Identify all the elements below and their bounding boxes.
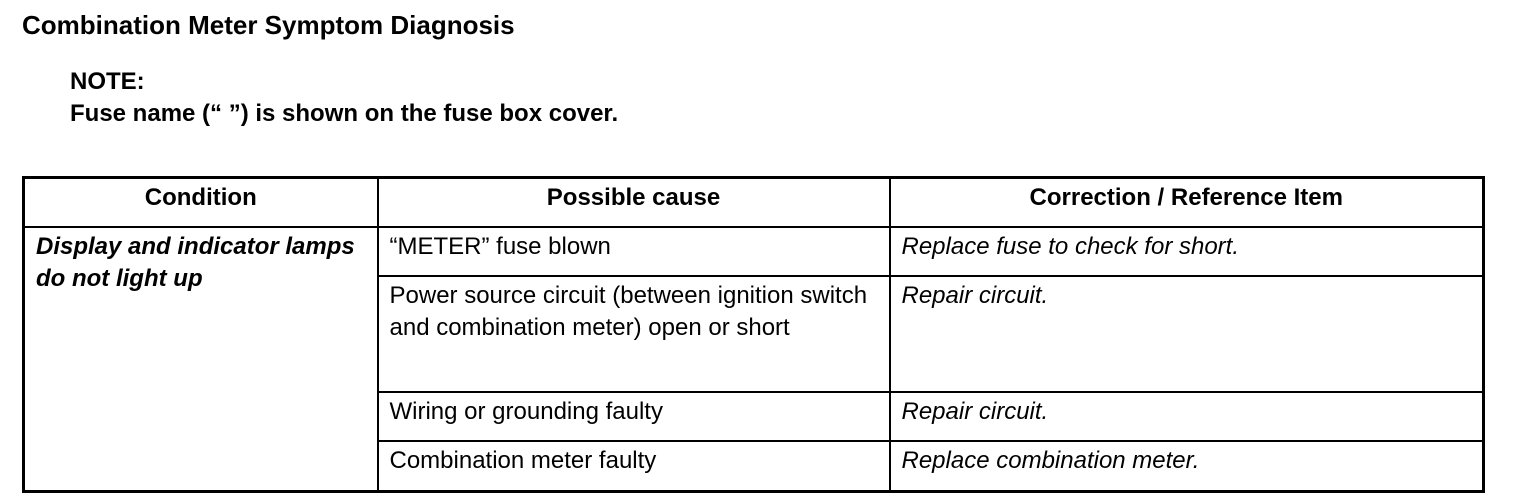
note-text: Fuse name (“ ”) is shown on the fuse box… [70, 100, 619, 127]
condition-cell: Display and indicator lamps do not light… [22, 225, 379, 493]
table-header-row: Condition Possible cause Correction / Re… [22, 176, 1485, 228]
note-block: NOTE: Fuse name (“ ”) is shown on the fu… [70, 66, 618, 130]
correction-cell: Replace fuse to check for short. [888, 225, 1485, 277]
table-row: Wiring or grounding faulty Repair circui… [24, 390, 1485, 442]
page-title: Combination Meter Symptom Diagnosis [22, 10, 515, 40]
column-header-condition: Condition [22, 176, 379, 228]
correction-cell: Replace combination meter. [888, 439, 1485, 493]
correction-cell: Repair circuit. [888, 274, 1485, 393]
correction-cell: Repair circuit. [888, 390, 1485, 442]
possible-cause-cell: “METER” fuse blown [376, 225, 891, 277]
column-header-correction: Correction / Reference Item [888, 176, 1485, 228]
possible-cause-cell: Wiring or grounding faulty [376, 390, 891, 442]
table-row: Combination meter faulty Replace combina… [24, 439, 1485, 493]
possible-cause-cell: Power source circuit (between ignition s… [376, 274, 891, 393]
note-label: NOTE: [70, 68, 145, 95]
diagnosis-table: Condition Possible cause Correction / Re… [22, 176, 1485, 493]
possible-cause-cell: Combination meter faulty [376, 439, 891, 493]
column-header-possible-cause: Possible cause [376, 176, 891, 228]
table-row: Power source circuit (between ignition s… [24, 274, 1485, 393]
table-row: Display and indicator lamps do not light… [22, 225, 1485, 493]
